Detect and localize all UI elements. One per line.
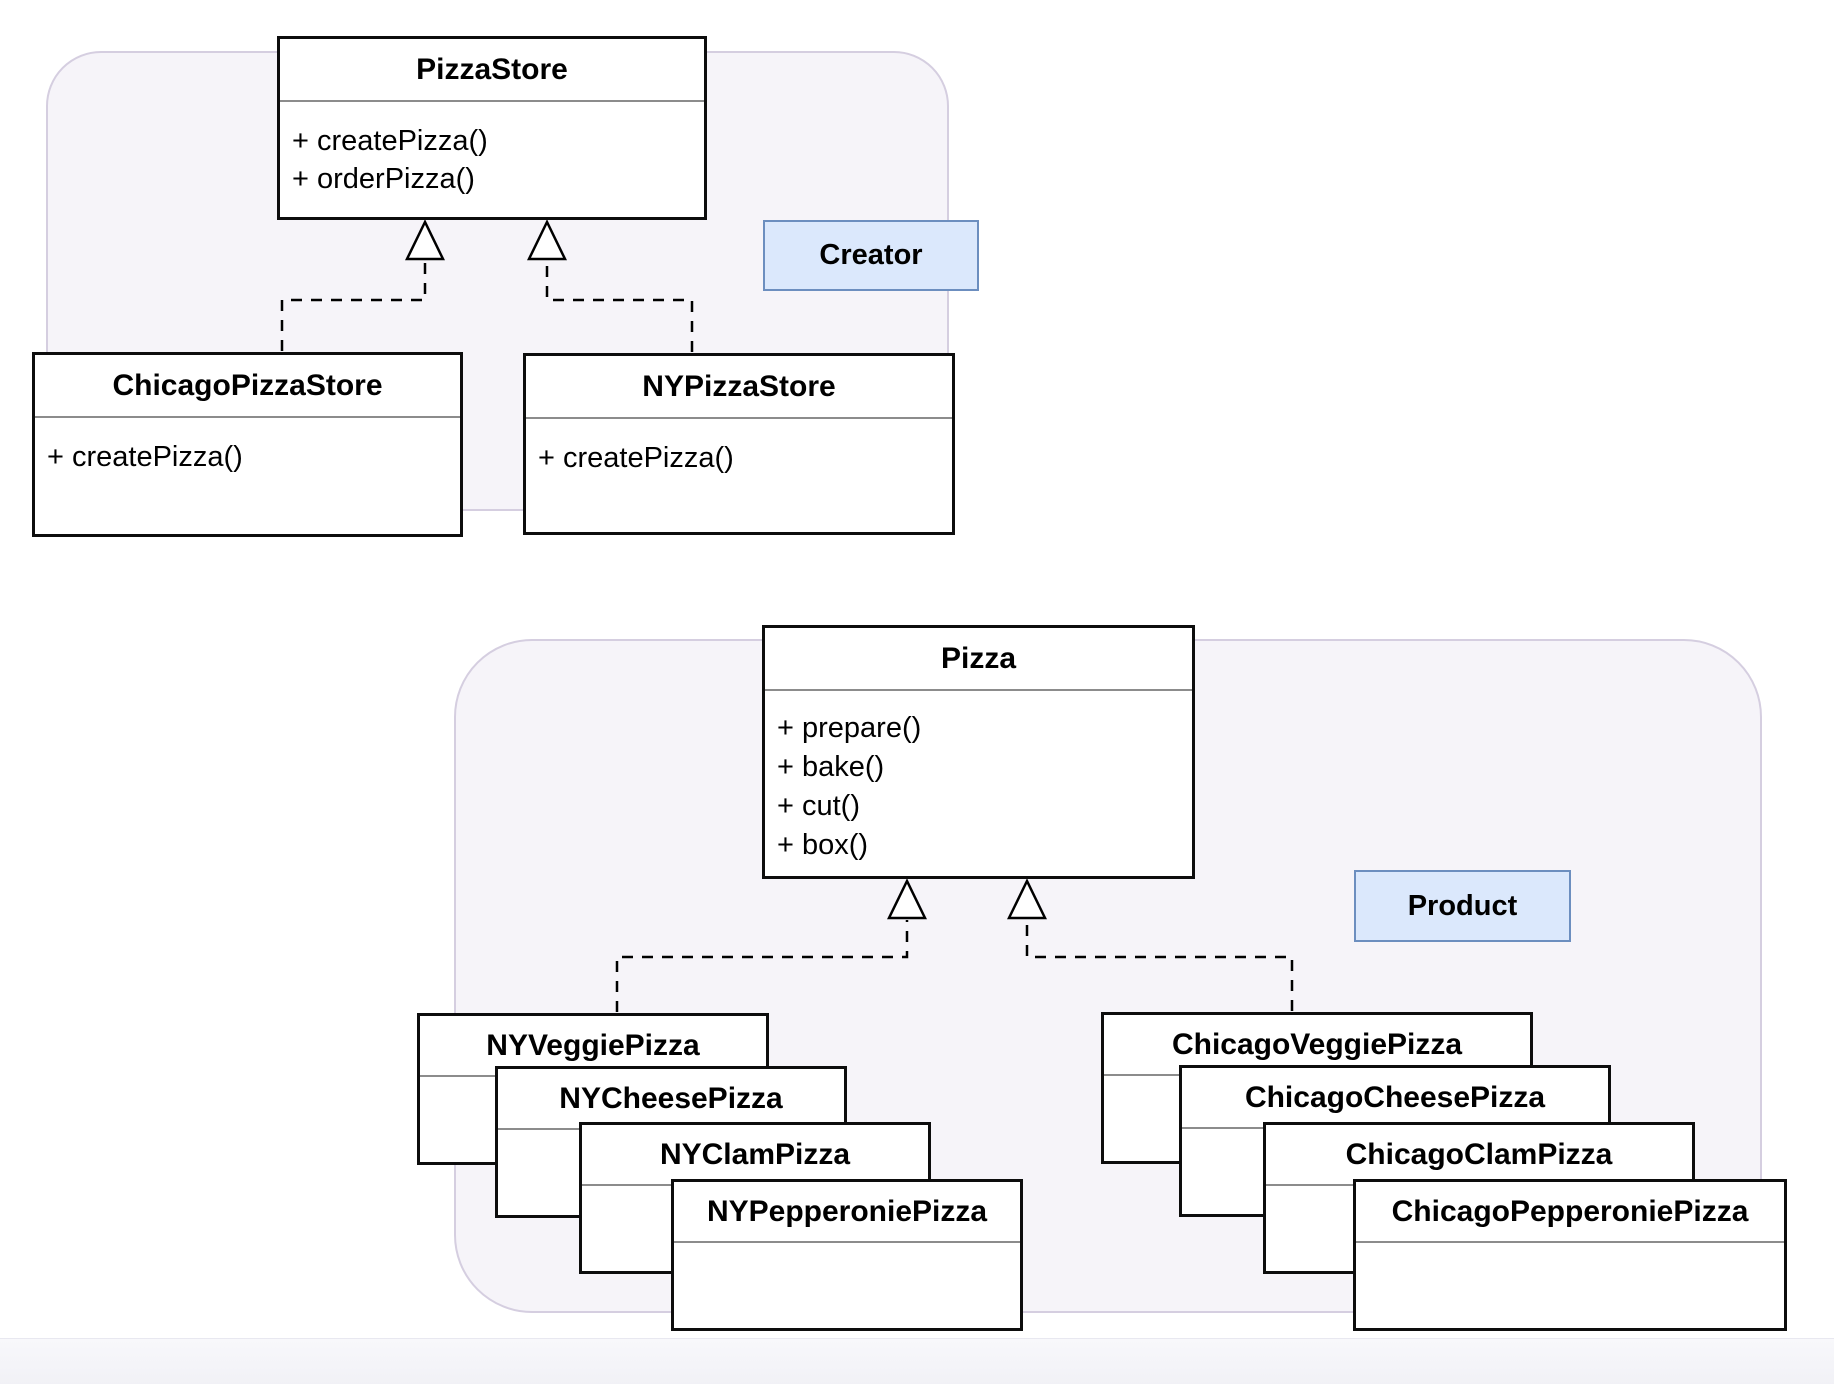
class-title: PizzaStore: [280, 39, 704, 102]
class-method: + createPizza(): [538, 442, 734, 474]
class-title: ChicagoCheesePizza: [1182, 1068, 1608, 1129]
inheritance-triangle-icon: [405, 219, 445, 261]
pizzastore-class-box: PizzaStore + createPizza() + orderPizza(…: [277, 36, 707, 220]
inheritance-line-ny-store: [545, 261, 694, 352]
class-title: NYClamPizza: [582, 1125, 928, 1186]
inheritance-triangle-icon: [887, 878, 927, 920]
ny-pepperonie-pizza-class-box: NYPepperoniePizza: [671, 1179, 1023, 1331]
page-bottom-edge: [0, 1338, 1834, 1384]
inheritance-line-chicago-pizzas: [1025, 920, 1294, 1011]
class-title: ChicagoPizzaStore: [35, 355, 460, 418]
product-label-text: Product: [1407, 889, 1518, 922]
class-method: + box(): [777, 829, 869, 861]
creator-label: Creator: [763, 220, 979, 291]
inheritance-line-chicago-store: [280, 261, 427, 351]
class-title: ChicagoPepperoniePizza: [1356, 1182, 1784, 1243]
chicago-pepperonie-pizza-class-box: ChicagoPepperoniePizza: [1353, 1179, 1787, 1331]
class-title: NYPepperoniePizza: [674, 1182, 1020, 1243]
class-method: + createPizza(): [292, 125, 488, 157]
chicago-pizzastore-class-box: ChicagoPizzaStore + createPizza(): [32, 352, 463, 537]
class-title: NYCheesePizza: [498, 1069, 844, 1130]
ny-pizzastore-class-box: NYPizzaStore + createPizza(): [523, 353, 955, 535]
class-title: ChicagoClamPizza: [1266, 1125, 1692, 1186]
inheritance-triangle-icon: [527, 219, 567, 261]
creator-label-text: Creator: [819, 239, 923, 271]
class-method: + createPizza(): [47, 441, 243, 473]
class-method: + cut(): [777, 790, 860, 822]
inheritance-triangle-icon: [1007, 878, 1047, 920]
class-method: + orderPizza(): [292, 163, 475, 195]
class-method: + prepare(): [777, 712, 922, 744]
class-method: + bake(): [777, 751, 885, 783]
pizza-class-box: Pizza + prepare() + bake() + cut() + box…: [762, 625, 1195, 879]
inheritance-line-ny-pizzas: [615, 920, 909, 1012]
product-label: Product: [1354, 870, 1571, 942]
class-title: NYPizzaStore: [526, 356, 952, 419]
class-title: Pizza: [765, 628, 1192, 691]
